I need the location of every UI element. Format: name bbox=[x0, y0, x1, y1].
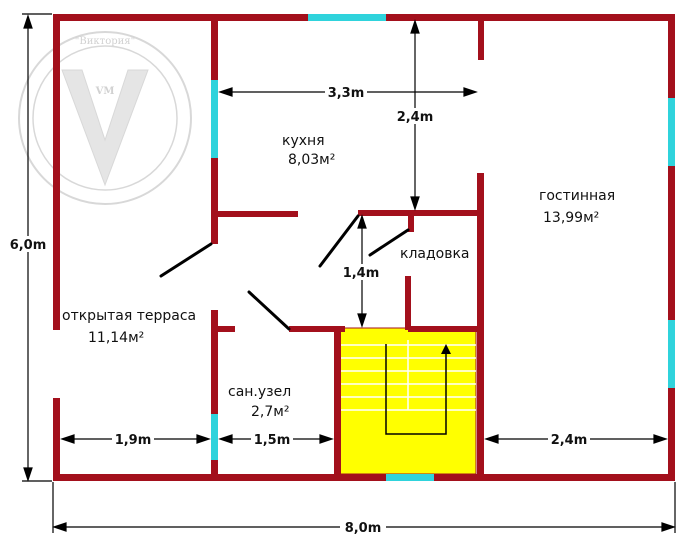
wall-storage-top bbox=[358, 210, 484, 216]
window-kitchen-left bbox=[211, 80, 218, 158]
room-living-name: гостинная bbox=[539, 188, 615, 204]
wall-kitchen-bottom-left bbox=[211, 211, 298, 217]
wall-stairs-top-right bbox=[408, 326, 478, 332]
room-storage-name: кладовка bbox=[400, 246, 470, 262]
wall-left-lower bbox=[53, 398, 60, 481]
windows bbox=[211, 14, 675, 481]
dim-kitchen-width: 3,3m bbox=[328, 86, 365, 101]
staircase bbox=[339, 327, 477, 475]
room-living-area: 13,99м² bbox=[543, 210, 599, 226]
wall-bathroom-left bbox=[211, 310, 218, 481]
dim-terrace-width: 1,9m bbox=[115, 433, 152, 448]
wall-storage-stub bbox=[408, 210, 414, 232]
wall-living-left bbox=[477, 173, 484, 481]
window-bottom bbox=[386, 474, 434, 481]
watermark-inner-ring bbox=[32, 45, 178, 191]
dim-kitchen-depth: 2,4m bbox=[397, 110, 434, 125]
dim-living-width: 2,4m bbox=[551, 433, 588, 448]
window-top bbox=[308, 14, 386, 21]
door-kitchen bbox=[318, 214, 360, 268]
stairs-arrow-head bbox=[441, 344, 451, 354]
wall-bottom bbox=[53, 474, 674, 481]
watermark-v-shape bbox=[61, 69, 149, 187]
window-bathroom bbox=[211, 414, 218, 460]
room-terrace-area: 11,14м² bbox=[88, 330, 144, 346]
wall-left-upper bbox=[53, 14, 60, 330]
dim-overall-height: 6,0m bbox=[10, 238, 47, 253]
wall-bathroom-stub bbox=[211, 326, 235, 332]
room-kitchen-area: 8,03м² bbox=[288, 152, 335, 168]
window-right-upper bbox=[668, 98, 675, 166]
door-terrace bbox=[159, 242, 213, 278]
wall-storage-post bbox=[405, 276, 411, 330]
watermark-logo: "Виктория" VM bbox=[18, 31, 192, 205]
wall-stairs-top-left bbox=[289, 326, 345, 332]
wall-right bbox=[668, 14, 675, 481]
room-bathroom-area: 2,7м² bbox=[251, 404, 289, 420]
room-labels: кухня 8,03м² гостинная 13,99м² кладовка … bbox=[62, 133, 615, 420]
watermark-outer-ring bbox=[18, 31, 192, 205]
wall-bathroom-right bbox=[334, 326, 341, 481]
room-bathroom-name: сан.узел bbox=[228, 384, 291, 400]
wall-kitchen-right-stub bbox=[478, 14, 484, 60]
doors bbox=[159, 214, 410, 331]
dim-overall-width: 8,0m bbox=[345, 521, 382, 536]
room-kitchen-name: кухня bbox=[282, 133, 325, 149]
dim-bath-width: 1,5m bbox=[254, 433, 291, 448]
dim-storage-depth: 1,4m bbox=[343, 266, 380, 281]
door-hall bbox=[247, 290, 291, 331]
door-storage bbox=[368, 228, 410, 257]
watermark-monogram: VM bbox=[95, 86, 115, 97]
watermark-brand: "Виктория" bbox=[75, 36, 135, 47]
room-terrace-name: открытая терраса bbox=[62, 308, 196, 324]
window-right-lower bbox=[668, 320, 675, 388]
dimension-labels: 3,3m 2,4m 1,4m 6,0m 8,0m 1,9m 1,5m 2,4m bbox=[6, 84, 590, 536]
stairs-direction-arrow bbox=[385, 344, 447, 435]
